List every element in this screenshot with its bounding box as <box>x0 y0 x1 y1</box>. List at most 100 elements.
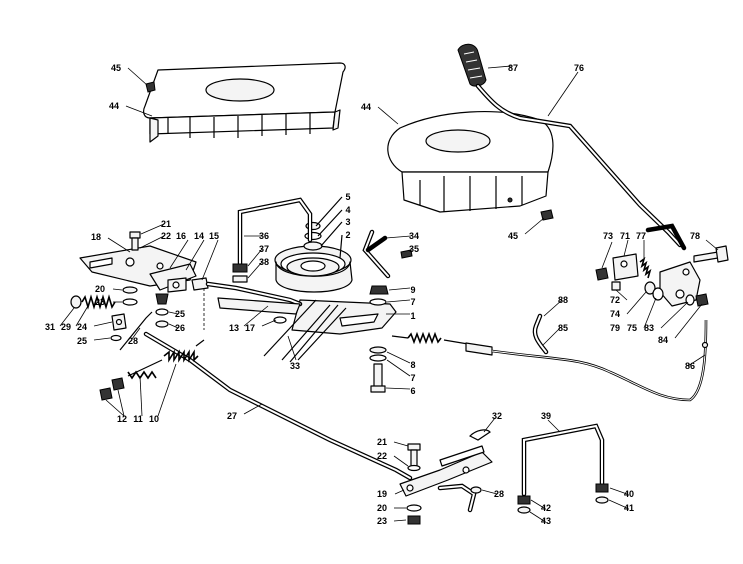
callout-41: 41 <box>624 503 634 513</box>
brake-cable-85 <box>465 319 709 402</box>
callout-85: 85 <box>558 323 568 333</box>
washer-20-left <box>112 286 138 294</box>
callout-20: 20 <box>377 503 387 513</box>
callout-43: 43 <box>541 516 551 526</box>
callout-32: 32 <box>492 411 502 421</box>
callout-3: 3 <box>345 217 350 227</box>
cable-clip-88 <box>532 299 563 355</box>
callout-28: 28 <box>128 336 138 346</box>
nut-9 <box>369 285 411 295</box>
link-15 <box>191 239 303 330</box>
spring-29 <box>59 294 116 327</box>
bracket-36 <box>237 197 313 271</box>
callout-15: 15 <box>209 231 219 241</box>
long-rod-27 <box>143 331 413 481</box>
callout-8: 8 <box>410 360 415 370</box>
callout-11: 11 <box>133 414 143 424</box>
callout-18: 18 <box>91 232 101 242</box>
callout-44: 44 <box>109 101 119 111</box>
belt-cover-large <box>387 111 554 213</box>
callout-26: 26 <box>175 323 185 333</box>
gear-lever-rod <box>475 71 687 251</box>
spring-77 <box>639 240 652 279</box>
callout-34: 34 <box>409 231 419 241</box>
spacer-8 <box>369 346 411 364</box>
tension-arm-plate <box>281 299 410 363</box>
callout-84: 84 <box>658 335 668 345</box>
callout-87: 87 <box>508 63 518 73</box>
callout-74: 74 <box>610 309 620 319</box>
washers-20-23-bottom <box>393 504 422 525</box>
callout-39: 39 <box>541 411 551 421</box>
callout-28: 28 <box>494 489 504 499</box>
callout-1: 1 <box>410 311 415 321</box>
washer-7a <box>369 298 411 306</box>
callout-17: 17 <box>245 323 255 333</box>
linkage-14-16 <box>149 239 205 293</box>
callout-72: 72 <box>610 295 620 305</box>
lever-bracket-71 <box>612 239 639 281</box>
washer-25-26 <box>155 293 179 329</box>
callout-4: 4 <box>345 205 350 215</box>
callout-29: 29 <box>61 322 71 332</box>
callout-88: 88 <box>558 295 568 305</box>
callout-19: 19 <box>377 489 387 499</box>
washer-23-left <box>113 298 138 306</box>
pulley-assembly <box>274 196 353 293</box>
callout-78: 78 <box>690 231 700 241</box>
bolt-21-bottom <box>393 441 421 472</box>
callout-73: 73 <box>603 231 613 241</box>
nuts-42-43 <box>517 495 545 522</box>
callout-86: 86 <box>685 361 695 371</box>
clip-32 <box>468 417 496 441</box>
belt-guide-34 <box>362 229 413 279</box>
callout-23: 23 <box>377 516 387 526</box>
gear-lever-knob <box>457 43 512 87</box>
callout-5: 5 <box>345 192 350 202</box>
callout-25: 25 <box>77 336 87 346</box>
callout-20: 20 <box>95 284 105 294</box>
washer-25-left <box>93 334 122 342</box>
callout-9: 9 <box>410 285 415 295</box>
callout-45: 45 <box>111 63 121 73</box>
belt-cover-small <box>143 62 346 143</box>
callout-13: 13 <box>229 323 239 333</box>
callout-42: 42 <box>541 503 551 513</box>
callout-83: 83 <box>644 323 654 333</box>
callout-21: 21 <box>161 219 171 229</box>
screw-45-top <box>127 67 156 93</box>
rod-33 <box>263 299 317 361</box>
nut-45-right <box>524 209 554 235</box>
spring-10 <box>157 339 205 417</box>
callout-40: 40 <box>624 489 634 499</box>
bracket-39 <box>521 419 605 497</box>
nuts-40-41 <box>595 483 628 509</box>
callout-12: 12 <box>117 414 127 424</box>
nut-72-73 <box>595 241 628 301</box>
nut-24 <box>93 313 127 331</box>
pedal-bracket-19 <box>394 445 493 497</box>
callout-7: 7 <box>410 297 415 307</box>
bolt-21-top <box>129 223 165 251</box>
callout-45: 45 <box>508 231 518 241</box>
callout-16: 16 <box>176 231 186 241</box>
callout-79: 79 <box>610 323 620 333</box>
callout-22: 22 <box>377 451 387 461</box>
callout-36: 36 <box>259 231 269 241</box>
nut-83-84 <box>660 293 709 339</box>
callout-75: 75 <box>627 323 637 333</box>
callout-37: 37 <box>259 244 269 254</box>
callout-35: 35 <box>409 244 419 254</box>
callout-25: 25 <box>175 309 185 319</box>
callout-2: 2 <box>345 230 350 240</box>
nut-37-38 <box>232 248 263 283</box>
rod-28-bottom <box>437 483 498 513</box>
callout-7: 7 <box>410 373 415 383</box>
callout-31: 31 <box>45 322 55 332</box>
callout-44: 44 <box>361 102 371 112</box>
callout-24: 24 <box>77 322 87 332</box>
callout-10: 10 <box>149 414 159 424</box>
bolt-6 <box>370 363 411 393</box>
